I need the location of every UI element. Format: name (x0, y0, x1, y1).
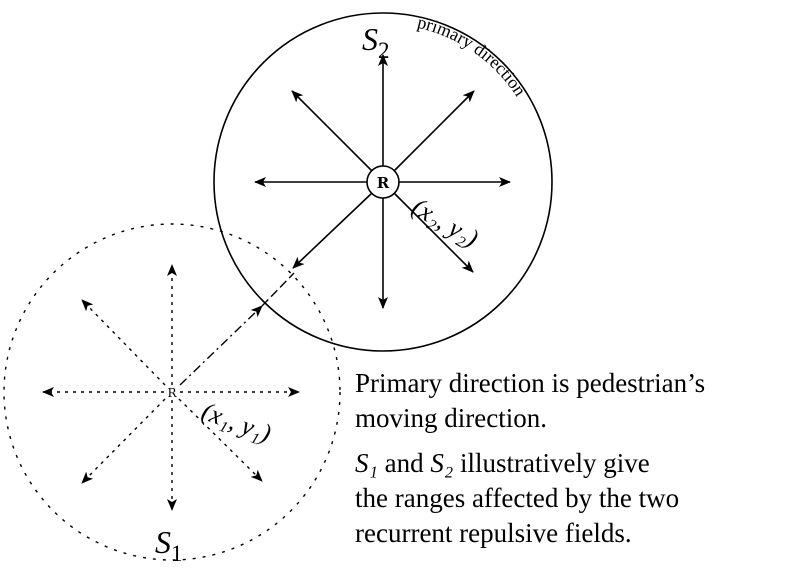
field-s2-boundary (213, 12, 553, 352)
pedestrian-label-2: R (377, 174, 390, 192)
field-s1: R S1 (x₁, y₁) (3, 223, 341, 566)
pedestrian-marker-2 (366, 165, 400, 199)
field-s1-arrows (42, 264, 300, 511)
pedestrian-label-1: R (167, 386, 177, 400)
field-s2-arrows (254, 54, 511, 309)
note-line-4: the ranges affected by the two (355, 483, 680, 513)
arrow-down-right (178, 398, 263, 482)
s1-ref: S₁ (355, 448, 378, 478)
arrow-down-right (393, 192, 474, 273)
note-line-1: Primary direction is pedestrian’s (355, 368, 706, 398)
coord-label-1: (x₁, y₁) (198, 396, 275, 448)
primary-direction-arc-label: primary direction (416, 12, 531, 100)
primary-direction-extension (261, 272, 295, 307)
arrow-down-left (81, 398, 166, 484)
s2-ref: S₂ (430, 448, 454, 478)
s2-label: S2 (362, 21, 390, 63)
arrow-up-left (291, 90, 373, 172)
note-text: illustratively give (453, 448, 650, 478)
note-line-3: S₁ and S₂ illustratively give (355, 446, 650, 481)
note-line-5: recurrent repulsive fields. (355, 518, 632, 548)
arrow-down-left (292, 192, 373, 269)
field-s1-boundary (3, 223, 341, 561)
arrow-up-right (393, 90, 475, 172)
arrow-up-left (81, 299, 166, 386)
note-line-2: moving direction. (355, 403, 547, 433)
note-text: and (377, 448, 431, 478)
primary-direction-arrow (179, 305, 263, 386)
s1-label: S1 (155, 524, 183, 566)
field-s2: R S2 (x₂, y₂) primary direction (213, 12, 553, 352)
